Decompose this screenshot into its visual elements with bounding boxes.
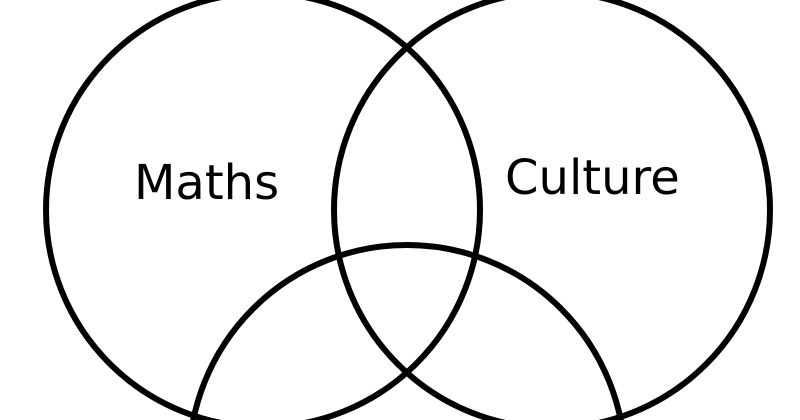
maths-label: Maths — [134, 155, 279, 211]
bottom-circle — [190, 242, 624, 420]
culture-circle — [331, 0, 773, 420]
culture-label: Culture — [505, 150, 680, 206]
maths-circle — [43, 0, 483, 420]
